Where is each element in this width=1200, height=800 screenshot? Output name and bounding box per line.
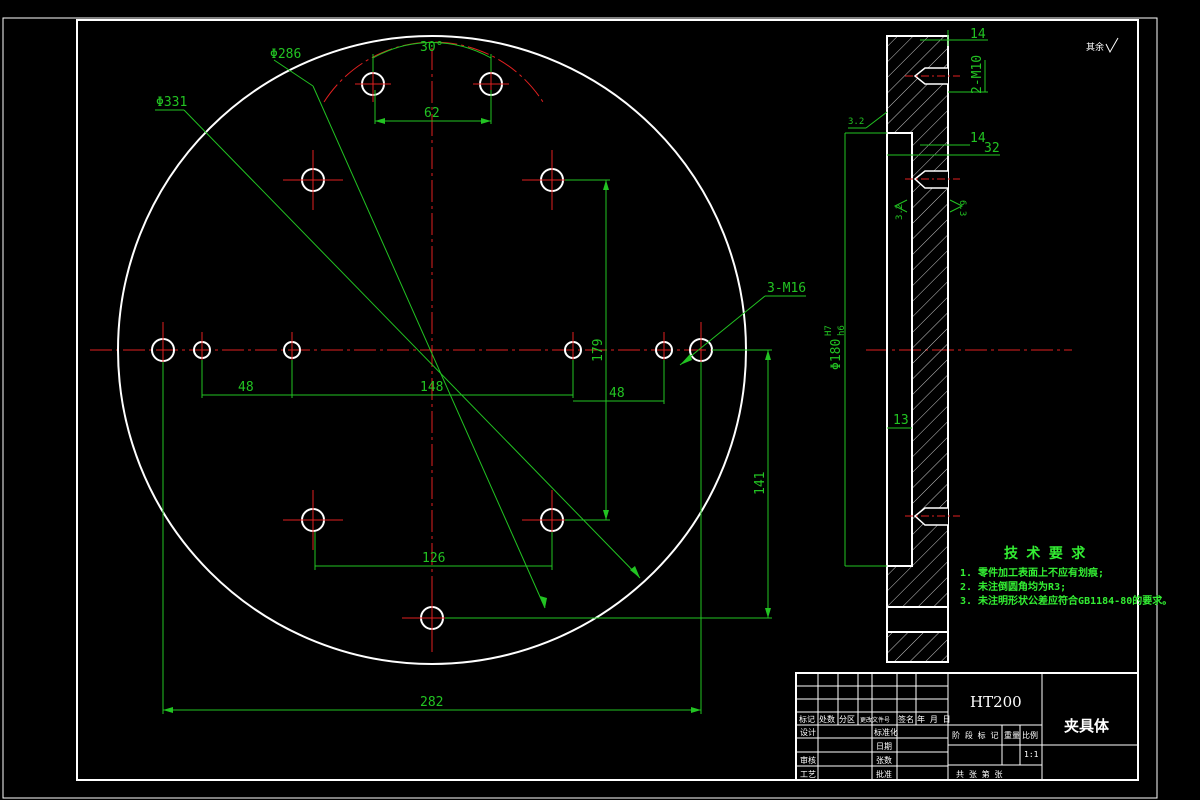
outer-border	[2, 17, 1158, 799]
tb-check: 审核	[800, 755, 816, 765]
dim-141: 141	[753, 472, 768, 495]
tb-design: 设计	[800, 727, 816, 737]
tapped-hole-1	[913, 67, 948, 85]
bolt-circle-arc	[323, 41, 544, 103]
dim-32: 32	[984, 141, 1000, 156]
dim-fit-lower: h6	[837, 325, 847, 336]
tb-count-label: 张数	[876, 755, 892, 765]
rev-header-date: 年 月 日	[917, 714, 951, 724]
tb-scale-value: 1:1	[1024, 750, 1039, 759]
dim-14-top: 14	[970, 27, 986, 42]
tapped-hole-3	[913, 507, 948, 526]
rev-header-sign: 签名	[898, 714, 914, 724]
dim-d331: Φ331	[156, 95, 187, 110]
dimension-arrows	[163, 118, 771, 713]
roughness-c: 6.3	[957, 200, 967, 216]
dim-2-m10: 2-M10	[970, 55, 985, 94]
rev-header-count: 处数	[819, 714, 835, 724]
dim-282: 282	[420, 695, 443, 710]
tapped-hole-2	[913, 170, 948, 189]
section-recess	[887, 132, 913, 567]
rev-header-mark: 标记	[799, 714, 815, 724]
dim-62: 62	[424, 106, 440, 121]
dim-3-m16: 3-M16	[767, 281, 806, 296]
tb-material: HT200	[970, 693, 1022, 711]
tb-scale: 比例	[1022, 730, 1038, 740]
dim-13: 13	[893, 413, 909, 428]
dim-48-right: 48	[609, 386, 625, 401]
tb-process: 工艺	[800, 770, 816, 779]
dim-179: 179	[591, 339, 606, 362]
section-hatch-bottom	[887, 632, 948, 662]
tb-approve: 批准	[876, 769, 892, 779]
hole-crosshairs	[162, 66, 702, 648]
tb-sheets: 共 张 第 张	[956, 769, 1002, 779]
tb-part-name: 夹具体	[1064, 717, 1110, 735]
tb-weight: 重量	[1004, 730, 1020, 740]
corner-symbol-text: 其余	[1086, 41, 1104, 53]
dim-14-mid: 14	[970, 131, 986, 146]
dim-fit: Φ180	[829, 339, 844, 370]
tech-item-3: 3. 未注明形状公差应符合GB1184-80的要求。	[960, 594, 1172, 607]
tech-item-1: 1. 零件加工表面上不应有划痕;	[960, 566, 1104, 579]
dim-angle30: 30°	[420, 40, 443, 55]
corner-roughness-icon	[1105, 37, 1119, 54]
inner-border	[76, 19, 1139, 781]
tech-title: 技 术 要 求	[1004, 545, 1086, 562]
dim-d286: Φ286	[270, 47, 301, 62]
corner-roughness: 其余	[1086, 37, 1119, 54]
rev-header-doc: 更改文件号	[860, 716, 890, 724]
section-outline	[886, 35, 949, 663]
roughness-b: 3.2	[895, 204, 905, 220]
dimension-lines	[155, 41, 806, 714]
tech-item-2: 2. 未注倒圆角均为R3;	[960, 580, 1066, 593]
section-view: 14 2-M10 14 32 13 Φ180 H7 h6 3.2 3.2 6.3	[824, 27, 1072, 663]
dim-148: 148	[420, 380, 443, 395]
title-block: 标记 处数 分区 更改文件号 签名 年 月 日 设计 标准化 日期 审核 张数 …	[795, 672, 1139, 781]
rev-header-zone: 分区	[839, 715, 855, 724]
tb-standardize: 标准化	[874, 727, 898, 737]
front-view: Φ286 Φ331 30° 62 3-M16 48 148 48 179 141…	[90, 35, 806, 714]
roughness-a: 3.2	[848, 117, 864, 127]
dim-48-left: 48	[238, 380, 254, 395]
dim-126: 126	[422, 551, 445, 566]
roughness-symbol-b	[893, 199, 908, 213]
tech-requirements: 技 术 要 求 1. 零件加工表面上不应有划痕; 2. 未注倒圆角均为R3; 3…	[960, 545, 1172, 607]
dim-fit-upper: H7	[824, 325, 834, 336]
tb-date-label: 日期	[876, 742, 892, 751]
roughness-symbol-c	[949, 199, 964, 213]
tb-grade: 阶 段 标 记	[952, 730, 998, 740]
